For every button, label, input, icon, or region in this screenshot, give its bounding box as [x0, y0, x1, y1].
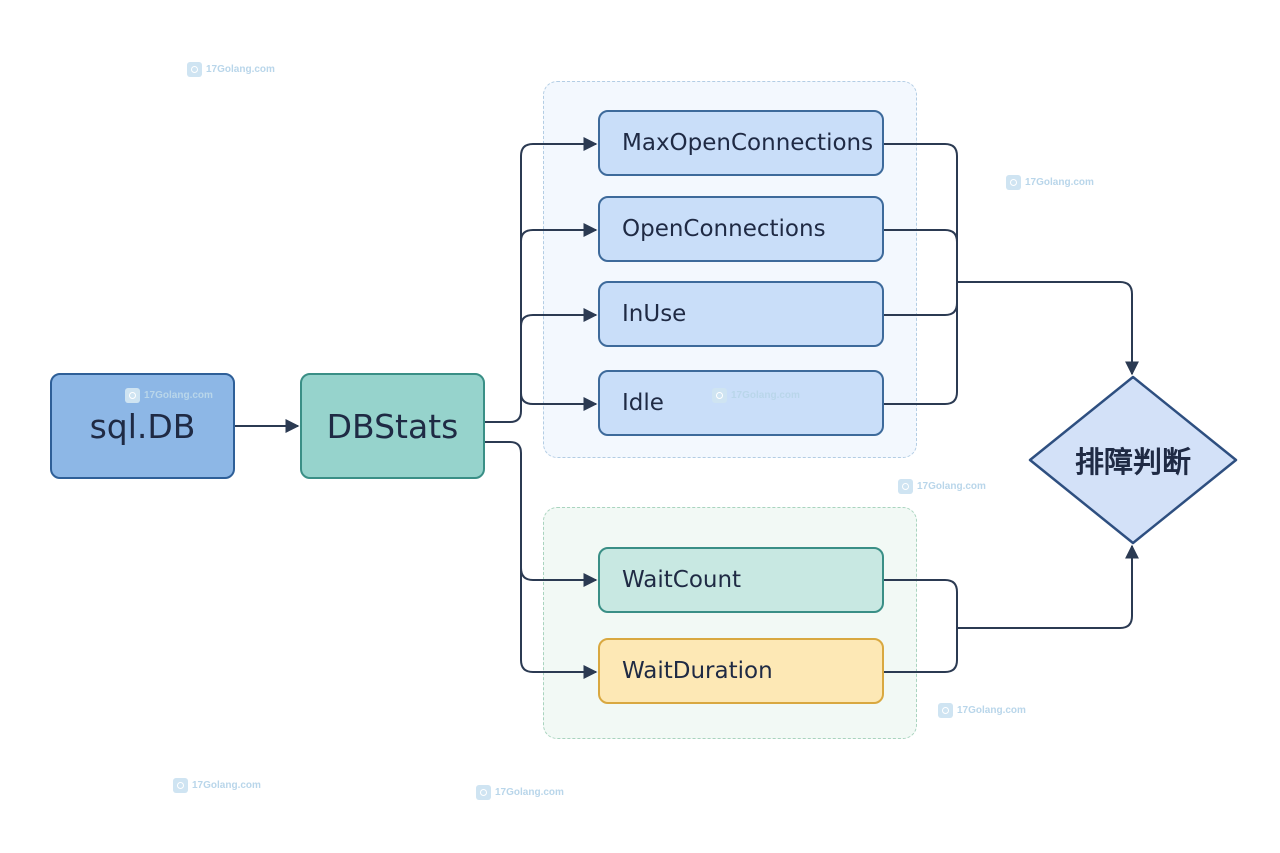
watermark-icon [173, 778, 188, 793]
watermark-text: 17Golang.com [495, 787, 564, 798]
watermark: 17Golang.com [898, 479, 986, 494]
decision-label: 排障判断 [1074, 445, 1191, 479]
watermark-icon [125, 388, 140, 403]
in-use-node: InUse [598, 281, 884, 347]
watermark-text: 17Golang.com [731, 390, 800, 401]
max-open-connections-node: MaxOpenConnections [598, 110, 884, 176]
wait-count-node: WaitCount [598, 547, 884, 613]
edge-dbstats-waitduration [520, 568, 598, 679]
edge-maxopen-decision [884, 143, 958, 405]
watermark-icon [898, 479, 913, 494]
watermark: 17Golang.com [125, 388, 213, 403]
watermark-icon [476, 785, 491, 800]
watermark-icon [187, 62, 202, 77]
edge-waits-decision [957, 544, 1139, 629]
watermark-icon [712, 388, 727, 403]
watermark-icon [938, 703, 953, 718]
watermark-icon [1006, 175, 1021, 190]
open-connections-node: OpenConnections [598, 196, 884, 262]
watermark: 17Golang.com [173, 778, 261, 793]
watermark: 17Golang.com [938, 703, 1026, 718]
edge-dbstats-waits [485, 441, 598, 587]
edge-inuse-merge [884, 302, 958, 316]
sqldb-node: sql.DB [50, 373, 235, 479]
watermark-text: 17Golang.com [957, 705, 1026, 716]
watermark: 17Golang.com [712, 388, 800, 403]
edge-dbstats-open [520, 223, 598, 242]
edge-merge-decision [957, 281, 1139, 376]
watermark: 17Golang.com [476, 785, 564, 800]
dbstats-node: DBStats [300, 373, 485, 479]
watermark: 17Golang.com [1006, 175, 1094, 190]
edge-open-merge [884, 229, 958, 243]
edge-dbstats-inuse [520, 308, 598, 327]
watermark-text: 17Golang.com [1025, 177, 1094, 188]
idle-node: Idle [598, 370, 884, 436]
watermark-text: 17Golang.com [192, 780, 261, 791]
watermark: 17Golang.com [187, 62, 275, 77]
watermark-text: 17Golang.com [917, 481, 986, 492]
decision-diamond [1028, 375, 1238, 545]
watermark-text: 17Golang.com [144, 390, 213, 401]
edge-dbstats-maxopen [485, 137, 598, 423]
edge-waitcount-merge [884, 579, 958, 673]
wait-duration-node: WaitDuration [598, 638, 884, 704]
watermark-text: 17Golang.com [206, 64, 275, 75]
edge-dbstats-idle [520, 392, 598, 411]
